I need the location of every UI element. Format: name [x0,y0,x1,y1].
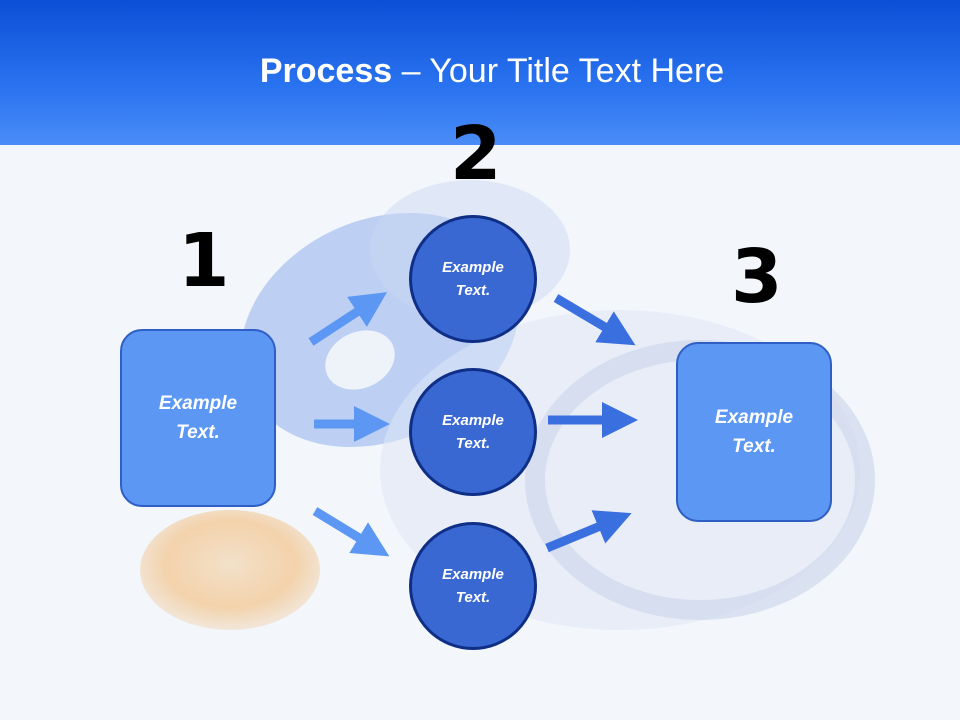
arrow-2-bottom-to-3 [545,510,632,553]
step-2-circle-middle: Example Text. [409,368,537,496]
step-2-top-text: Example Text. [442,259,504,299]
step-3-text: Example Text. [714,407,794,457]
step-1-text: Example Text. [158,393,238,443]
title-banner [0,0,960,145]
step-3-number: 3 [731,234,783,320]
step-2-circle-top: Example Text. [409,215,537,343]
step-1-box: Example Text. [120,329,276,507]
step-1-number: 1 [178,218,230,304]
arrow-2-top-to-3 [553,294,636,346]
step-2-number: 2 [450,111,502,197]
arrow-1-to-2-bottom [312,507,390,557]
step-2-circle-bottom: Example Text. [409,522,537,650]
step-2-middle-text: Example Text. [442,412,504,452]
title-rest: – Your Title Text Here [392,52,725,90]
slide-title: Process – Your Title Text Here [0,52,960,91]
arrow-1-to-2-top [308,292,388,346]
title-bold: Process [259,52,393,90]
step-2-bottom-text: Example Text. [442,566,504,606]
step-3-box: Example Text. [676,342,832,522]
